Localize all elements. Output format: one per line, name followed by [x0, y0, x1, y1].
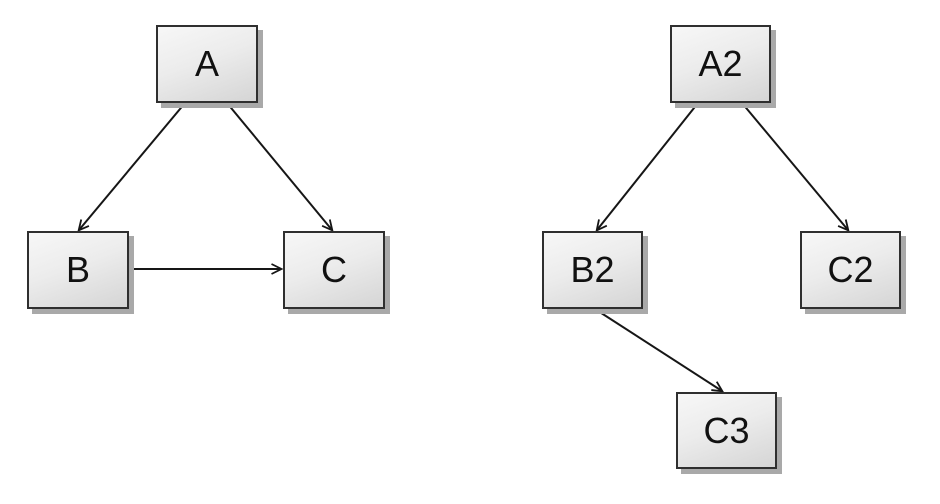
node-C2: C2 — [800, 231, 901, 309]
node-A: A — [156, 25, 258, 103]
edge-A2-B2 — [597, 102, 699, 230]
node-C3: C3 — [676, 392, 777, 469]
node-B: B — [27, 231, 129, 309]
edge-A-B — [79, 102, 186, 230]
edge-B2-C3 — [594, 308, 722, 391]
edge-A2-C2 — [741, 102, 848, 230]
node-A2: A2 — [670, 25, 771, 103]
node-C: C — [283, 231, 385, 309]
edge-A-C — [226, 102, 332, 230]
node-B2: B2 — [542, 231, 643, 309]
